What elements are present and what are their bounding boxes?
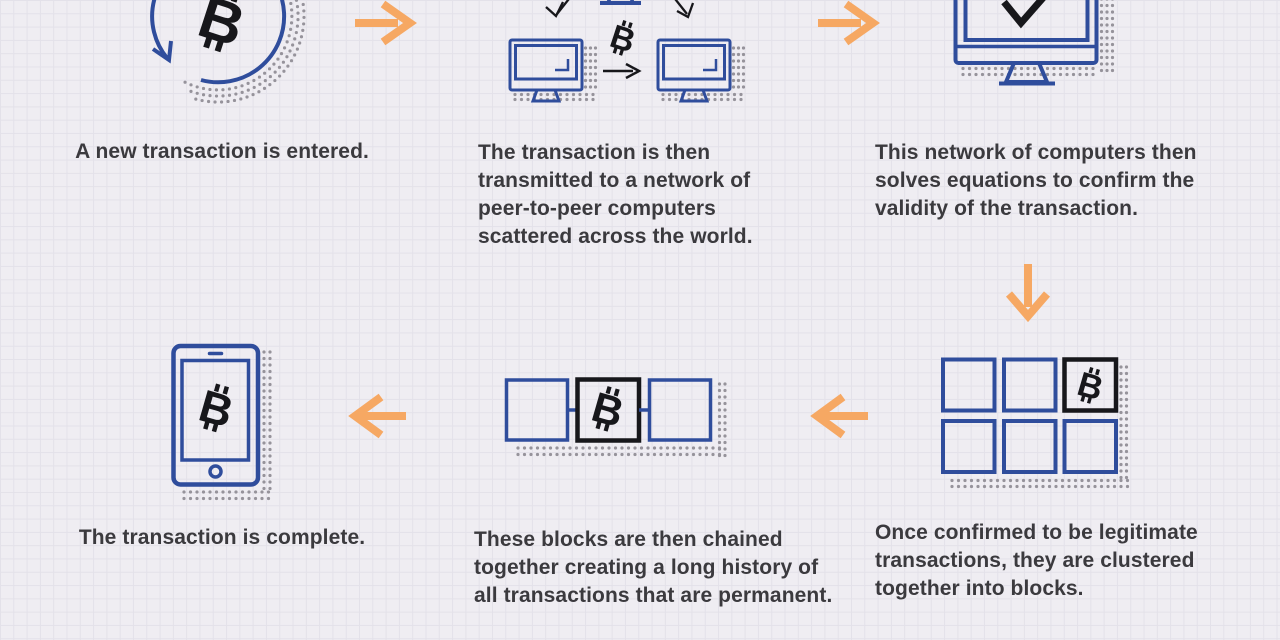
bitcoin-symbol-icon bbox=[605, 17, 640, 60]
network-arrowhead-icon bbox=[545, 1, 565, 18]
bitcoin-symbol-icon bbox=[1073, 365, 1108, 409]
flow-arrow-right-icon bbox=[818, 0, 880, 46]
computer-monitor-icon bbox=[508, 38, 598, 103]
cycle-arrowhead-icon bbox=[151, 40, 173, 64]
step-3-caption: This network of computers then solves eq… bbox=[875, 141, 1197, 220]
flow-arrow-down-icon bbox=[1005, 264, 1051, 323]
step-6-caption: The transaction is complete. bbox=[78, 526, 366, 549]
flow-arrow-left-icon bbox=[348, 393, 406, 439]
step-5-caption: These blocks are then chained together c… bbox=[474, 528, 833, 607]
transfer-arrowhead-icon bbox=[625, 62, 642, 80]
checkmark-icon bbox=[1001, 0, 1046, 29]
bitcoin-symbol-icon bbox=[193, 379, 239, 438]
flow-arrow-right-icon bbox=[355, 0, 417, 46]
flow-arrow-left-icon bbox=[810, 393, 868, 439]
network-arrowhead-icon bbox=[676, 2, 695, 19]
bitcoin-symbol-icon bbox=[586, 382, 629, 437]
peer-to-peer-network-icon bbox=[508, 0, 746, 103]
computer-monitor-icon bbox=[656, 38, 746, 103]
bitcoin-block-icon bbox=[1062, 357, 1119, 413]
monitor-checkmark-icon bbox=[953, 0, 1115, 86]
smartphone-bitcoin-icon bbox=[171, 343, 273, 501]
step-4-caption: Once confirmed to be legitimate transact… bbox=[875, 521, 1198, 600]
phone-home-button-icon bbox=[208, 464, 223, 479]
step-1-caption: A new transaction is entered. bbox=[75, 140, 369, 163]
bitcoin-cycle-icon bbox=[150, 0, 306, 104]
block-grid-icon bbox=[941, 357, 1130, 489]
bitcoin-symbol-icon bbox=[190, 0, 253, 60]
blockchain-icon bbox=[504, 377, 728, 458]
step-2-caption: The transaction is then transmitted to a… bbox=[478, 141, 753, 248]
